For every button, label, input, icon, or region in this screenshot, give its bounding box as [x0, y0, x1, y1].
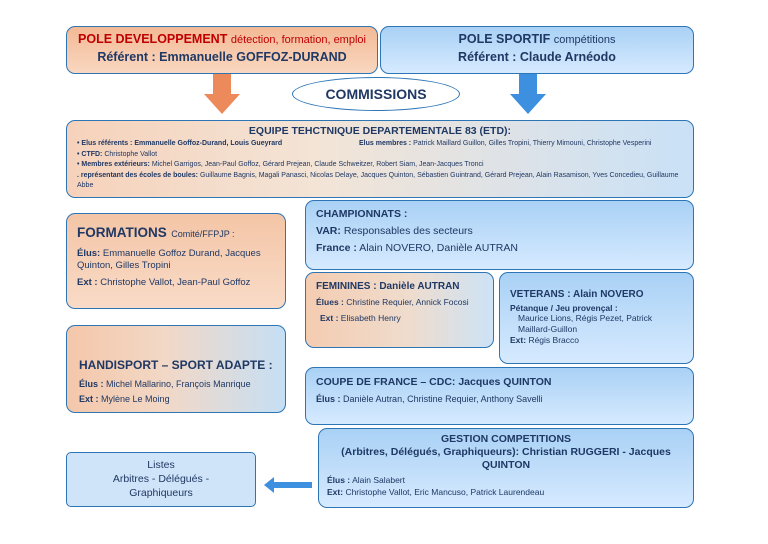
formations-subtitle: Comité/FFPJP : [171, 229, 235, 239]
etd-membres-ext-value: Michel Garrigos, Jean-Paul Goffoz, Gérar… [151, 161, 484, 168]
etd-ecoles-label: . représentant des écoles de boules: [77, 171, 198, 179]
gestion-ext-label: Ext: [327, 487, 344, 497]
left-arrow-icon [264, 477, 312, 493]
handisport-ext: Ext : Mylène Le Moing [79, 394, 279, 404]
gestion-title-2: (Arbitres, Délégués, Graphiqueurs): Chri… [341, 446, 671, 471]
etd-ctfd-value: Christophe Vallot [104, 150, 158, 158]
handisport-title: HANDISPORT – SPORT ADAPTE : [79, 358, 273, 372]
championnats-box: CHAMPIONNATS : VAR: Responsables des sec… [305, 200, 694, 270]
championnats-france-value: Alain NOVERO, Danièle AUTRAN [359, 242, 518, 254]
gestion-elus-label: Élus : [327, 475, 351, 485]
etd-ecoles-value: Guillaume Bagnis, Magali Panasci, Nicola… [77, 171, 679, 190]
championnats-var-value: Responsables des secteurs [343, 225, 473, 237]
formations-ext: Ext : Christophe Vallot, Jean-Paul Goffo… [77, 277, 277, 289]
handisport-ext-value: Mylène Le Moing [101, 394, 170, 404]
gestion-elus-value: Alain Salabert [352, 475, 405, 485]
coupe-elus-label: Élus : [316, 394, 341, 404]
etd-elus-membres-value: Patrick Maillard Guillon, Gilles Tropini… [413, 140, 652, 147]
veterans-title: VETERANS : Alain NOVERO [510, 289, 644, 300]
pole-dev-subtitle: détection, formation, emploi [230, 34, 366, 46]
formations-ext-value: Christophe Vallot, Jean-Paul Goffoz [100, 277, 251, 288]
handisport-elus: Élus : Michel Mallarino, François Manriq… [79, 379, 279, 389]
listes-line-1: Listes [147, 459, 175, 471]
etd-elus-membres-label: Elus membres : [359, 140, 412, 147]
veterans-names: Maurice Lions, Régis Pezet, Patrick Mail… [518, 313, 653, 334]
commissions-label: COMMISSIONS [325, 86, 427, 102]
coupe-de-france-box: COUPE DE FRANCE – CDC: Jacques QUINTON É… [305, 367, 694, 425]
handisport-ext-label: Ext : [79, 394, 99, 404]
gestion-ext: Ext: Christophe Vallot, Eric Mancuso, Pa… [327, 487, 685, 497]
etd-ecoles: . représentant des écoles de boules: Gui… [77, 171, 693, 192]
feminines-ext-label: Ext : [320, 313, 339, 323]
coupe-elus-value: Danièle Autran, Christine Requier, Antho… [343, 394, 543, 404]
pole-developpement-box: POLE DEVELOPPEMENT détection, formation,… [66, 26, 378, 74]
etd-ctfd: • CTFD: Christophe Vallot [77, 150, 693, 161]
blue-down-arrow-icon [510, 74, 546, 114]
gestion-ext-value: Christophe Vallot, Eric Mancuso, Patrick… [345, 487, 545, 497]
pole-sport-subtitle: compétitions [553, 34, 616, 46]
pole-dev-referent: Référent : Emmanuelle GOFFOZ-DURAND [97, 50, 347, 64]
pole-dev-title: POLE DEVELOPPEMENT [78, 32, 228, 46]
feminines-elues: Élues : Christine Requier, Annick Focosi [316, 297, 487, 308]
etd-elus-membres: Elus membres : Patrick Maillard Guillon,… [359, 139, 651, 150]
veterans-ext-value: Régis Bracco [528, 335, 579, 345]
formations-title: FORMATIONS [77, 225, 167, 240]
pole-sport-title: POLE SPORTIF [458, 32, 551, 46]
etd-box: EQUIPE TEHCTNIQUE DEPARTEMENTALE 83 (ETD… [66, 120, 694, 198]
gestion-elus: Élus : Alain Salabert [327, 475, 685, 485]
etd-ctfd-label: • CTFD: [77, 150, 103, 158]
formations-ext-label: Ext : [77, 277, 98, 288]
formations-elus-value: Emmanuelle Goffoz Durand, Jacques Quinto… [77, 248, 261, 271]
etd-membres-ext-label: • Membres extérieurs: [77, 161, 150, 168]
feminines-title: FEMININES : Danièle AUTRAN [316, 281, 460, 292]
pole-sportif-box: POLE SPORTIF compétitions Référent : Cla… [380, 26, 694, 74]
championnats-title: CHAMPIONNATS : [316, 208, 408, 220]
feminines-ext-value: Elisabeth Henry [340, 313, 401, 323]
etd-title: EQUIPE TEHCTNIQUE DEPARTEMENTALE 83 (ETD… [248, 125, 512, 137]
listes-box: Listes Arbitres - Délégués - Graphiqueur… [66, 452, 256, 507]
pole-sport-referent: Référent : Claude Arnéodo [458, 50, 616, 64]
handisport-elus-value: Michel Mallarino, François Manrique [106, 379, 251, 389]
formations-box: FORMATIONS Comité/FFPJP : Élus: Emmanuel… [66, 213, 286, 309]
listes-line-3: Graphiqueurs [129, 487, 193, 499]
veterans-sub: Pétanque / Jeu provençal : [510, 303, 618, 313]
etd-elus-ref-value: Emmanuelle Goffoz-Durand, Louis Gueyrard [134, 140, 283, 147]
veterans-box: VETERANS : Alain NOVERO Pétanque / Jeu p… [499, 272, 694, 364]
handisport-elus-label: Élus : [79, 379, 104, 389]
commissions-ellipse: COMMISSIONS [292, 77, 460, 111]
feminines-elues-value: Christine Requier, Annick Focosi [346, 297, 469, 307]
feminines-elues-label: Élues : [316, 297, 344, 307]
championnats-var: VAR: Responsables des secteurs [316, 225, 693, 237]
etd-elus-referents: • Elus référents : Emmanuelle Goffoz-Dur… [77, 139, 693, 150]
coupe-title: COUPE DE FRANCE – CDC: Jacques QUINTON [316, 376, 552, 388]
orange-down-arrow-icon [204, 74, 240, 114]
veterans-ext-label: Ext: [510, 335, 527, 345]
etd-membres-exterieurs: • Membres extérieurs: Michel Garrigos, J… [77, 160, 693, 171]
etd-elus-ref-label: • Elus référents : [77, 140, 133, 147]
gestion-title-1: GESTION COMPETITIONS [440, 433, 572, 445]
veterans-ext: Ext: Régis Bracco [510, 335, 687, 346]
coupe-elus: Élus : Danièle Autran, Christine Requier… [316, 394, 693, 404]
championnats-var-label: VAR: [316, 225, 341, 237]
feminines-ext: Ext : Elisabeth Henry [316, 313, 487, 324]
championnats-france: France : Alain NOVERO, Danièle AUTRAN [316, 242, 693, 254]
handisport-box: HANDISPORT – SPORT ADAPTE : Élus : Miche… [66, 325, 286, 413]
listes-line-2: Arbitres - Délégués - [112, 473, 210, 485]
formations-elus-label: Élus: [77, 248, 101, 259]
championnats-france-label: France : [316, 242, 357, 254]
feminines-box: FEMININES : Danièle AUTRAN Élues : Chris… [305, 272, 494, 348]
formations-elus: Élus: Emmanuelle Goffoz Durand, Jacques … [77, 248, 277, 272]
gestion-competitions-box: GESTION COMPETITIONS (Arbitres, Délégués… [318, 428, 694, 508]
